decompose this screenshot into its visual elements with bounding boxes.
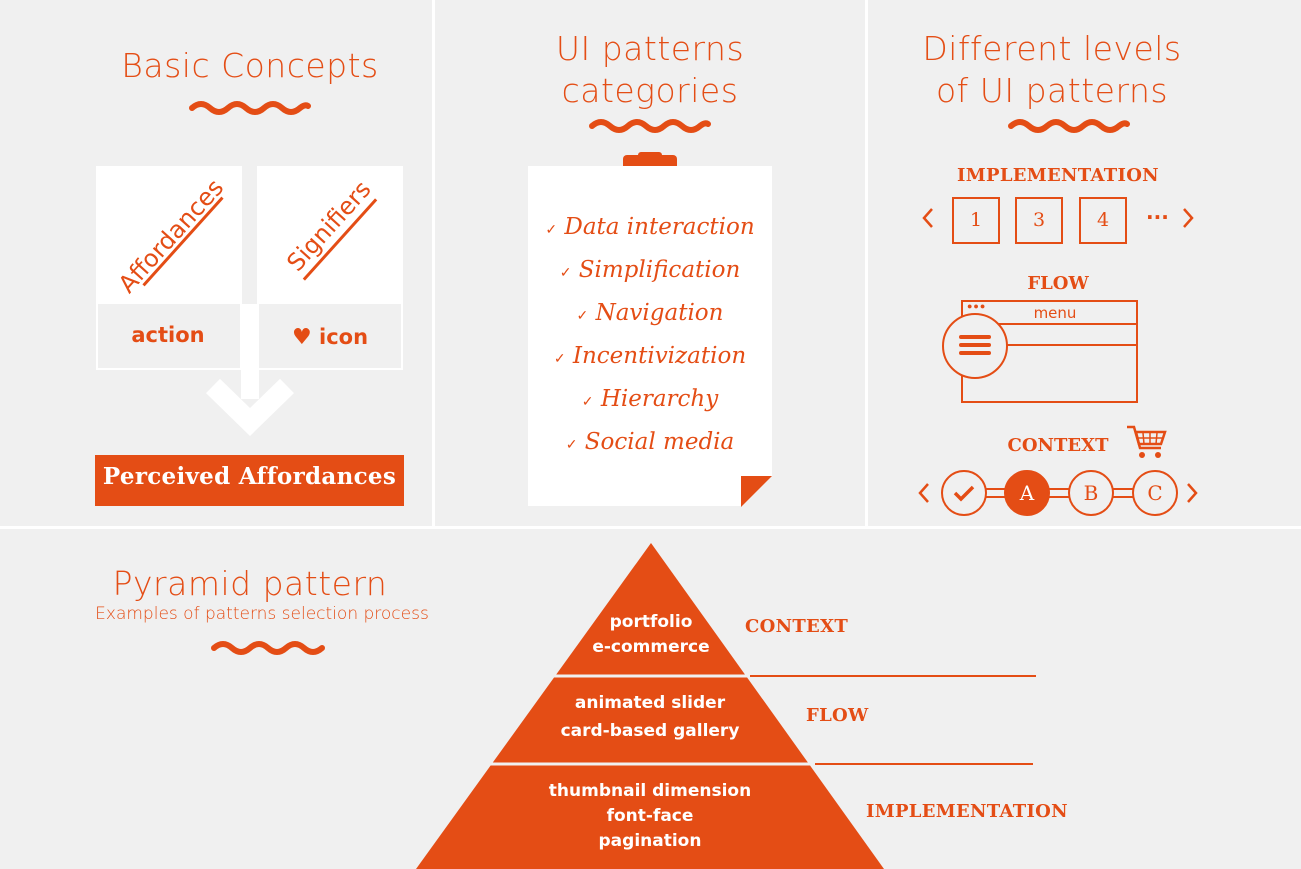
checkmark-icon: ✓	[553, 351, 566, 367]
pyramid-flow-label: FLOW	[806, 705, 869, 726]
step-c: C	[1132, 470, 1178, 516]
menu-row-divider	[990, 344, 1138, 346]
category-item-data-interaction: ✓ Data interaction	[545, 214, 755, 240]
category-item-hierarchy: ✓ Hierarchy	[581, 386, 719, 412]
icon-label-group: ♥ icon	[258, 325, 402, 350]
checkmark-icon: ✓	[576, 308, 589, 324]
step-chevron-left-icon	[918, 483, 929, 503]
pyramid-bottom-text: thumbnail dimension font-face pagination	[500, 779, 800, 854]
page-button-1: 1	[952, 197, 1000, 244]
page-button-4: 4	[1079, 197, 1127, 244]
category-item-incentivization: ✓ Incentivization	[553, 343, 747, 369]
pyramid-mid-text: animated slider card-based gallery	[520, 689, 780, 745]
divider-horizontal	[0, 526, 1301, 529]
pyramid-subtitle: Examples of patterns selection process	[95, 604, 429, 624]
flow-label: FLOW	[1027, 273, 1089, 294]
hamburger-icon	[959, 335, 991, 355]
pyramid-shape	[416, 543, 884, 869]
implementation-label: IMPLEMENTATION	[957, 165, 1159, 186]
pyramid-top-line2: e-commerce	[592, 637, 710, 657]
pyramid-mid-line2: card-based gallery	[560, 721, 740, 741]
step-chevron-right-icon	[1187, 483, 1198, 503]
pyramid-implementation-label: IMPLEMENTATION	[866, 801, 1068, 822]
checkmark-icon: ✓	[559, 265, 572, 281]
levels-title-line2: of UI patterns	[935, 71, 1169, 110]
page-button-3: 3	[1015, 197, 1063, 244]
chevron-left-icon	[922, 208, 933, 228]
action-label: action	[131, 323, 205, 347]
levels-title-line1: Different levels	[922, 29, 1182, 68]
affordances-card	[96, 166, 242, 304]
category-item-navigation: ✓ Navigation	[576, 300, 724, 326]
browser-dots-icon: ●●●	[967, 301, 987, 311]
checklist-sheet	[528, 166, 772, 506]
categories-title-line1: UI patterns	[555, 29, 745, 68]
page-ellipsis: ···	[1146, 205, 1169, 229]
pyramid-mid-line1: animated slider	[574, 693, 726, 713]
pyramid-context-label: CONTEXT	[745, 616, 849, 637]
menu-row	[961, 323, 1138, 325]
checkmark-icon	[953, 485, 975, 502]
perceived-affordances-label: Perceived Affordances	[102, 463, 397, 490]
divider-vertical-right	[865, 0, 868, 527]
categories-title-line2: categories	[561, 71, 739, 110]
pyramid-top-text: portfolio e-commerce	[551, 610, 751, 660]
signifiers-card	[257, 166, 403, 304]
checkmark-icon: ✓	[545, 222, 558, 238]
heart-icon: ♥	[291, 325, 312, 350]
basic-concepts-title: Basic Concepts	[121, 46, 379, 85]
divider-vertical-left	[432, 0, 435, 527]
category-item-simplification: ✓ Simplification	[559, 257, 741, 283]
pyramid-bottom-line2: font-face	[606, 806, 694, 826]
chevron-right-icon	[1183, 208, 1194, 228]
menu-label: menu	[1033, 304, 1077, 322]
category-item-social-media: ✓ Social media	[565, 429, 735, 455]
pyramid-bottom-line1: thumbnail dimension	[548, 781, 752, 801]
wave-divider-icon	[589, 119, 711, 133]
wave-divider-icon	[1008, 119, 1130, 133]
wave-divider-icon	[211, 641, 325, 655]
context-label: CONTEXT	[1007, 435, 1109, 456]
down-arrow-icon	[206, 304, 294, 436]
step-a: A	[1004, 470, 1050, 516]
checkmark-icon: ✓	[581, 394, 594, 410]
pyramid-title: Pyramid pattern	[112, 564, 388, 603]
pyramid-diagram	[416, 543, 1036, 869]
shopping-cart-icon	[1127, 425, 1167, 458]
icon-label: icon	[319, 325, 369, 349]
wave-divider-icon	[189, 101, 311, 115]
step-connector	[985, 488, 1135, 498]
perceived-affordances-banner	[95, 455, 404, 506]
step-done	[941, 470, 987, 516]
pyramid-top-line1: portfolio	[609, 612, 693, 632]
checkmark-icon: ✓	[565, 437, 578, 453]
clip-top-icon	[638, 152, 662, 158]
folded-corner-icon	[741, 476, 772, 507]
pyramid-bottom-line3: pagination	[598, 831, 702, 851]
step-b: B	[1068, 470, 1114, 516]
